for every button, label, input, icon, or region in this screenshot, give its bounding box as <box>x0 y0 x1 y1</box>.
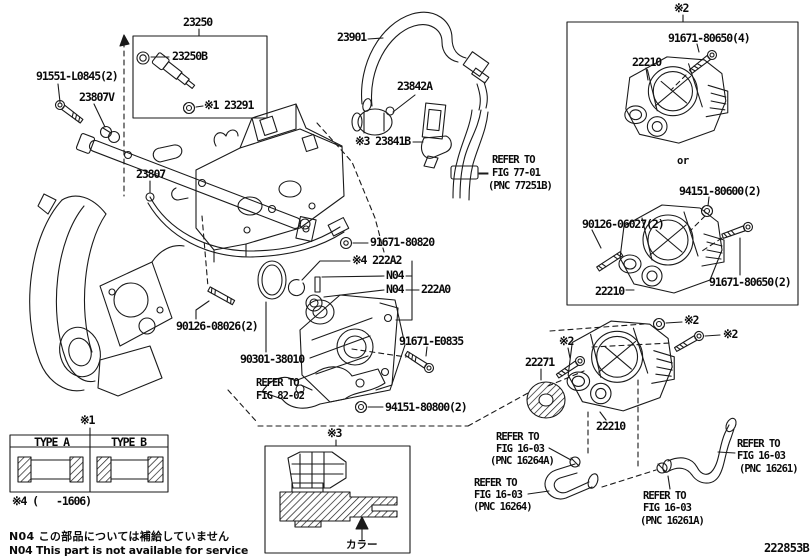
part-label-90301-38010: 90301-38010 <box>240 352 305 366</box>
part-label-90126-08026: 90126-08026(2) <box>176 319 259 333</box>
part-label-23807V: 23807V <box>79 90 115 104</box>
bolt-80800-drawing <box>354 400 368 414</box>
throttle-detail-box <box>566 14 799 306</box>
part-label-22210-b: 22210 <box>595 284 625 298</box>
part-label-23842A: 23842A <box>397 79 433 93</box>
refer-16261A-line3: (PNC 16261A) <box>640 515 705 527</box>
water-hose-drawing <box>360 11 490 201</box>
collar-label: カラー <box>346 539 378 551</box>
part-label-91671-E0835: 91671-E0835 <box>399 334 464 348</box>
part-label-23291: ※1 23291 <box>204 98 254 112</box>
collar-detail-box <box>264 439 411 554</box>
part-label-22271: 22271 <box>525 355 555 369</box>
bolt-e0835-drawing <box>403 348 436 375</box>
note-n04-english: N04 This part is not available for servi… <box>9 544 249 557</box>
part-label-22210-c: 22210 <box>596 419 626 433</box>
refer-8202-line2: FIG 82-02 <box>256 390 305 402</box>
egr-assembly-drawing <box>257 260 406 403</box>
figure-code: 222853B <box>764 541 810 555</box>
refer-16261A-line1: REFER TO <box>643 490 687 502</box>
vsv-valve-drawing <box>351 106 395 136</box>
table-header-type-a: TYPE A <box>34 435 70 449</box>
bolt-80650-4-drawing <box>687 48 719 76</box>
part-label-91671-80650-4: 91671-80650(4) <box>668 31 751 45</box>
hose-16264-drawing <box>544 456 599 500</box>
part-label-222A0: 222A0 <box>421 282 451 296</box>
part-label-222A2: ※4 222A2 <box>352 253 402 267</box>
refer-16261A-line2: FIG 16-03 <box>643 502 692 514</box>
fuel-pipe-drawing <box>147 196 353 258</box>
marker-1-table: ※1 <box>80 413 95 427</box>
part-label-n04-sensor: N04 <box>386 282 405 296</box>
refer-16261-line3: (PNC 16261) <box>739 463 799 475</box>
arrow-to-injector-box <box>119 34 130 47</box>
note-n04-japanese: N04 この部品については補給していません <box>9 530 230 543</box>
throttle-body-1-drawing <box>624 56 729 144</box>
part-label-91671-80650-2: 91671-80650(2) <box>709 275 792 289</box>
part-label-n04-pin: N04 <box>386 268 405 282</box>
intake-manifold-drawing <box>29 193 185 397</box>
marker-2-box: ※2 <box>674 1 689 15</box>
refer-16261-line1: REFER TO <box>737 438 781 450</box>
throttle-body-3-drawing <box>566 320 675 412</box>
grommet-drawing <box>99 125 121 144</box>
refer-16264A-line1: REFER TO <box>496 431 540 443</box>
hose-ring-drawing <box>526 381 566 419</box>
part-label-23807: 23807 <box>136 167 166 181</box>
injector-detail-box <box>132 28 268 119</box>
stud-08026-drawing <box>207 286 236 306</box>
part-label-22210-a: 22210 <box>632 55 662 69</box>
type-table-drawing <box>9 427 169 493</box>
part-label-91671-80820: 91671-80820 <box>370 235 435 249</box>
part-label-23250: 23250 <box>183 15 213 29</box>
construction-lines <box>123 41 723 488</box>
part-label-94151-80600: 94151-80600(2) <box>679 184 762 198</box>
refer-16264-line2: FIG 16-03 <box>474 489 523 501</box>
part-label-94151-80800: 94151-80800(2) <box>385 400 468 414</box>
table-range-open: ※4 ( <box>12 494 39 508</box>
marker-2-nut: ※2 <box>684 313 699 327</box>
refer-16264A-line3: (PNC 16264A) <box>490 455 555 467</box>
refer-7701-line1: REFER TO <box>492 154 536 166</box>
part-label-91551-L0845: 91551-L0845(2) <box>36 69 119 83</box>
part-label-23901: 23901 <box>337 30 367 44</box>
or-text: or <box>677 155 689 167</box>
marker-2-stud: ※2 <box>559 334 574 348</box>
marker-2-bolt: ※2 <box>723 327 738 341</box>
refer-7701-line2: FIG 77-01 <box>492 167 541 179</box>
fuel-rail-drawing <box>75 133 311 230</box>
engine-drawing <box>152 103 345 263</box>
nut-mark2-drawing <box>652 317 666 331</box>
table-header-type-b: TYPE B <box>111 435 147 449</box>
part-label-23250B: 23250B <box>172 49 208 63</box>
collar-drawing <box>279 451 398 541</box>
part-label-90126-06027: 90126-06027(2) <box>582 217 665 231</box>
refer-7701-line3: (PNC 77251B) <box>488 180 553 192</box>
egr-bracket-drawing <box>261 366 386 409</box>
damper-drawing <box>421 102 452 169</box>
refer-16261-line2: FIG 16-03 <box>737 450 786 462</box>
leader-lines <box>57 37 741 495</box>
refer-8202-line1: REFER TO <box>256 377 300 389</box>
part-label-23841B: ※3 23841B <box>355 134 411 148</box>
bolt-mark2-drawing <box>672 329 706 354</box>
bolt-80650-2-drawing <box>720 220 755 242</box>
table-range-close: -1606) <box>56 494 92 508</box>
hose-16261-drawing <box>656 417 737 484</box>
marker-3-collar: ※3 <box>327 426 342 440</box>
refer-16264-line3: (PNC 16264) <box>473 501 533 513</box>
refer-16264-line1: REFER TO <box>474 477 518 489</box>
refer-16264A-line2: FIG 16-03 <box>496 443 545 455</box>
